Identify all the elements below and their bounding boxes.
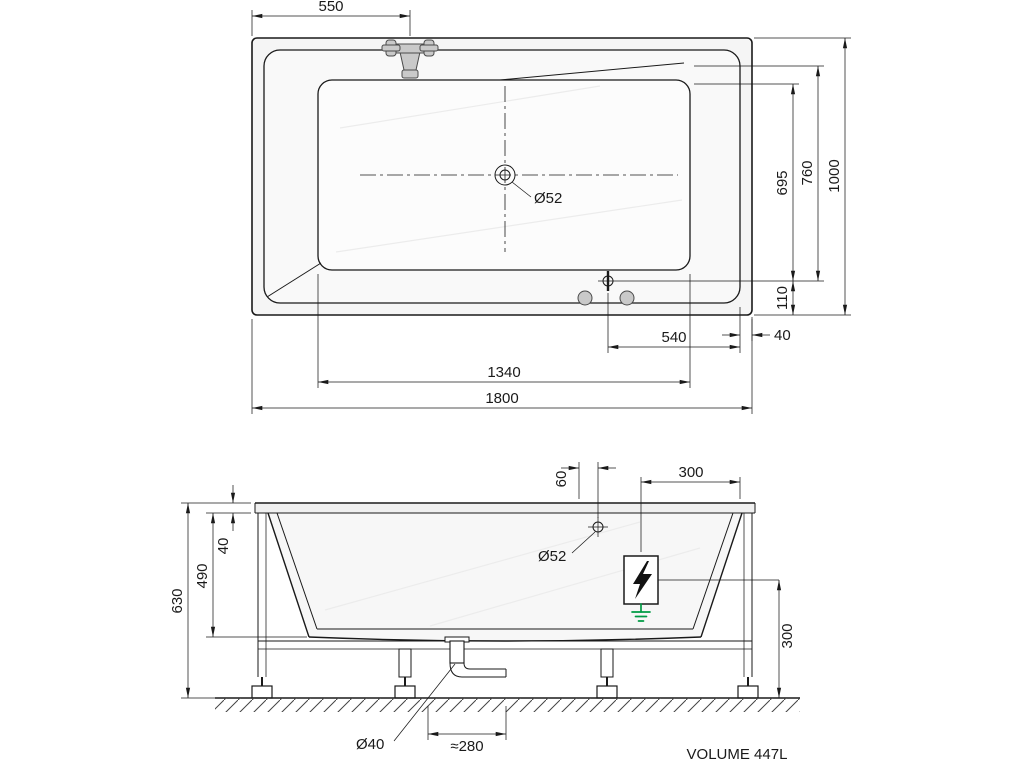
dimension-label: Ø52 (534, 190, 562, 207)
rim-fill (255, 503, 755, 513)
electric-shock-warning-icon (623, 555, 659, 605)
frame-leg (600, 648, 614, 678)
ground-surface (215, 697, 800, 712)
dimension-label: 540 (661, 329, 686, 346)
dimension-label: 695 (774, 170, 791, 195)
foot-pad (394, 685, 416, 699)
dim-695: 695 (694, 83, 799, 281)
lightning-bolt-icon (633, 561, 652, 599)
dimension-label: 1800 (485, 390, 518, 407)
body-outer-right (700, 512, 743, 638)
overflow-circle (602, 275, 614, 287)
dim-60: 60 (553, 462, 616, 518)
dimension-label: 760 (799, 160, 816, 185)
leader-line (571, 531, 596, 554)
dim-110: 110 (618, 280, 824, 315)
body-inner-right (692, 512, 734, 630)
adjustable-foot (394, 677, 416, 699)
dimension-label: 630 (169, 588, 186, 613)
dimension-label: Ø52 (538, 548, 566, 565)
dimension-label: 1340 (487, 364, 520, 381)
dimension-label: 490 (194, 563, 211, 588)
volume-label: VOLUME 447L (687, 746, 788, 763)
surface-line (335, 199, 683, 253)
dim-760: 760 (694, 65, 824, 281)
dimension-label: 110 (774, 286, 791, 310)
dim-40-left: 40 (215, 485, 236, 555)
dimension-label: 300 (779, 623, 796, 648)
faucet-aerator (401, 69, 419, 79)
dimension-label: 40 (215, 538, 232, 555)
adjustable-foot (737, 677, 759, 699)
dim-280: ≈280 (427, 706, 507, 755)
dimension-label: 300 (678, 464, 703, 481)
dim-540: 540 (607, 293, 741, 353)
tub-body-fill (268, 513, 742, 641)
top-view: Ø52 550 1000 760 (251, 0, 851, 414)
backrest-slope-edge (266, 262, 322, 298)
frame-leg (398, 648, 412, 678)
drain-trap (444, 636, 507, 678)
dim-300-top: 300 (640, 464, 741, 552)
drain-inner-circle (499, 169, 511, 181)
dim-490: 490 (194, 512, 307, 638)
dim-d40: Ø40 (356, 663, 456, 753)
control-button (619, 290, 635, 306)
ground-hatch (215, 698, 800, 712)
support-frame (251, 513, 759, 699)
basin-slope-edge (499, 62, 685, 81)
dim-1800: 1800 (251, 319, 753, 414)
jet-buttons (577, 290, 635, 306)
body-inner-left (276, 512, 318, 630)
dimension-label: 550 (318, 0, 343, 15)
drain-outer-circle (494, 164, 516, 186)
tub-plan-outline (251, 37, 753, 316)
front-view: Ø52 60 300 40 490 (169, 462, 800, 763)
adjustable-foot (596, 677, 618, 699)
dim-40-rim: 40 (722, 317, 791, 344)
tub-elevation-outline (254, 502, 756, 642)
leader-line (393, 663, 456, 742)
foot-pad (737, 685, 759, 699)
adjustable-foot (251, 677, 273, 699)
faucet-handle-left-bar (381, 44, 401, 52)
faucet-handle-right-bar (419, 44, 439, 52)
leader-line (511, 181, 532, 198)
dim-300-right: 300 (658, 579, 796, 698)
dim-550: 550 (251, 0, 411, 36)
overflow-hole-front: Ø52 (538, 517, 608, 565)
surface-line (324, 521, 641, 611)
control-button (577, 290, 593, 306)
trap-outer-wall (449, 662, 506, 678)
faucet-icon (381, 39, 439, 79)
body-outer-left (267, 512, 310, 638)
tailpipe (449, 640, 465, 664)
overflow-symbol (598, 271, 618, 291)
dimension-label: 60 (553, 471, 570, 488)
dim-1340: 1340 (317, 274, 691, 388)
foot-pad (596, 685, 618, 699)
trap-inner-wall (463, 662, 506, 670)
faucet-spout (399, 51, 421, 71)
dimension-label: 1000 (826, 159, 843, 192)
dimension-label: ≈280 (450, 738, 483, 755)
drain-symbol: Ø52 (360, 86, 678, 252)
earth-ground-icon (631, 603, 651, 622)
dimension-label: Ø40 (356, 736, 384, 753)
dim-630: 630 (169, 502, 251, 699)
foot-pad (251, 685, 273, 699)
dim-1000: 1000 (754, 37, 851, 316)
dimension-label: 40 (774, 327, 791, 344)
surface-line (339, 85, 601, 129)
